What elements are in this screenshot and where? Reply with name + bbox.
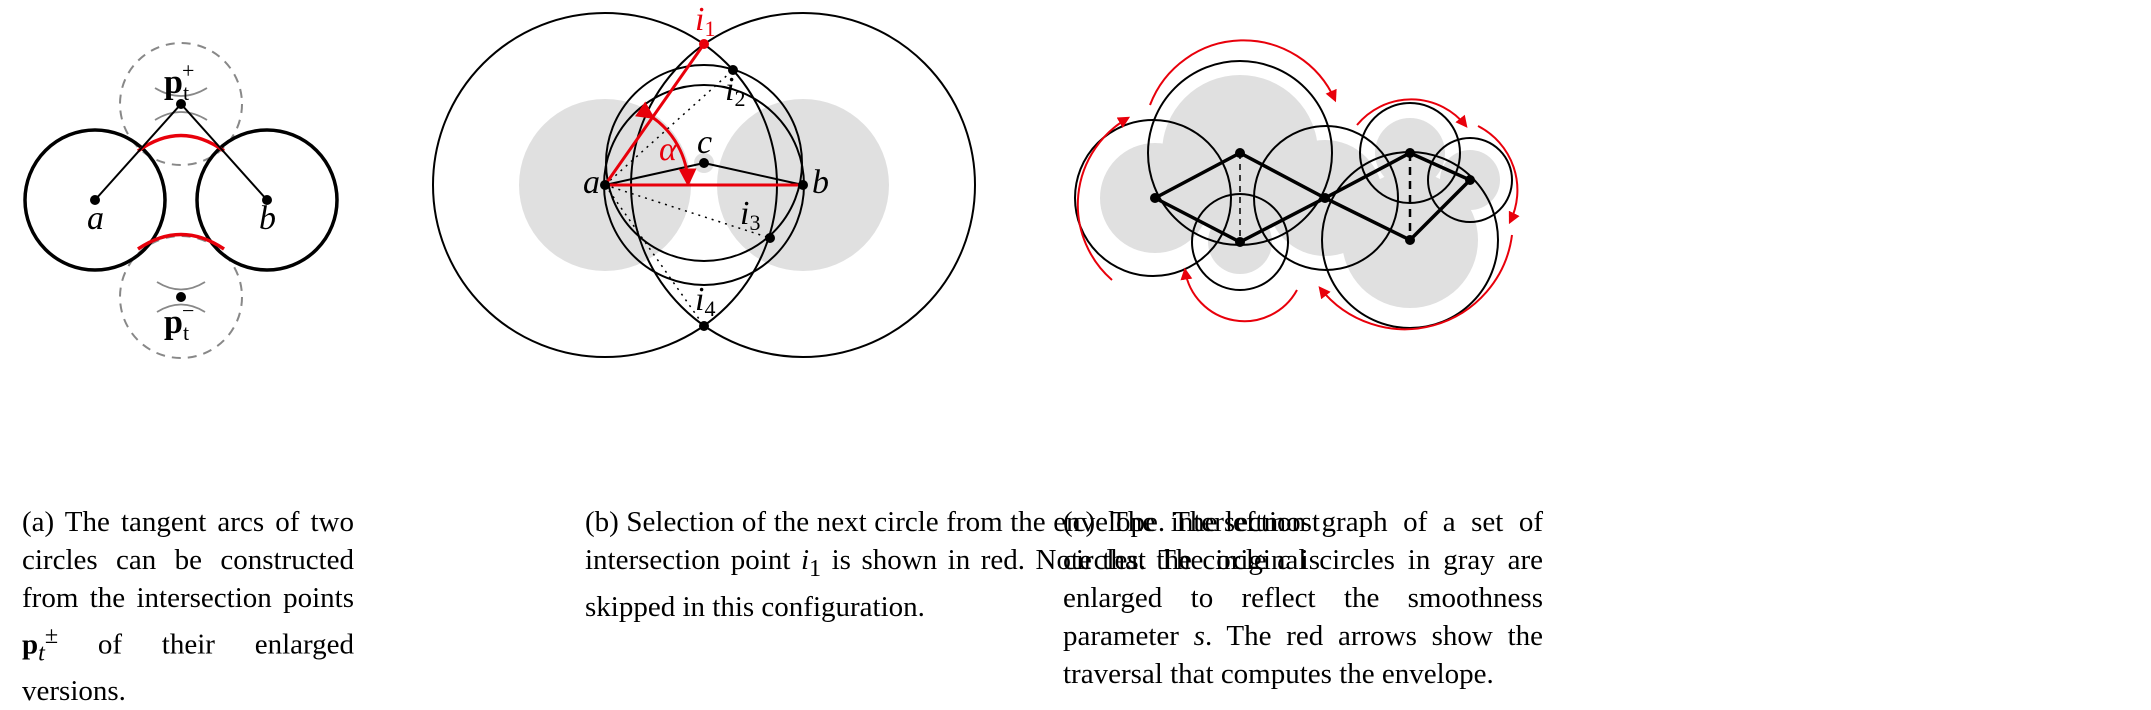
label-c: c (697, 124, 712, 161)
panel-b-figure: a b c α i1 i2 i3 i4 (432, 1, 976, 358)
panel-a-caption: (a) The tangent arcs of two circles can … (22, 506, 354, 708)
label-b: b (259, 200, 276, 237)
traversal-arrows (1076, 39, 1520, 331)
label-p-plus-sup: + (182, 58, 194, 83)
point-a (90, 195, 100, 205)
enlarged-circle-bottom (119, 235, 243, 359)
label-i1: i1 (695, 1, 715, 41)
label-p-plus: p (164, 64, 183, 101)
graph-nodes (1150, 148, 1475, 247)
label-b: b (812, 164, 829, 201)
label-i3: i3 (740, 195, 760, 235)
gray-circles (1100, 75, 1500, 308)
circle-b (195, 128, 339, 272)
label-p-minus: p (164, 304, 183, 341)
label-a: a (583, 164, 600, 201)
point-i3 (765, 233, 775, 243)
angle-alpha-arc (635, 101, 697, 187)
point-b (262, 195, 272, 205)
label-a: a (87, 200, 104, 237)
panel-c-caption: (c) The intersection graph of a set of c… (1063, 506, 1543, 690)
point-c (699, 158, 709, 168)
circle-a (23, 128, 167, 272)
label-i2: i2 (725, 71, 745, 111)
panel-c-figure (1074, 39, 1520, 331)
point-a (600, 180, 610, 190)
label-i4: i4 (695, 281, 715, 321)
label-p-minus-sub: t (183, 320, 189, 345)
panel-a-figure: a b p t + p t − (23, 42, 339, 359)
label-p-minus-sup: − (182, 298, 194, 323)
tangent-arc-top (136, 133, 226, 153)
point-i1 (699, 39, 709, 49)
tangent-arc-bottom (137, 232, 225, 251)
point-b (798, 180, 808, 190)
point-i4 (699, 321, 709, 331)
panel-b-caption: (b) Selection of the next circle from th… (585, 506, 1320, 623)
label-alpha: α (659, 131, 678, 168)
point-p-minus (176, 292, 186, 302)
point-i2 (728, 65, 738, 75)
label-p-plus-sub: t (183, 80, 189, 105)
point-p-plus (176, 99, 186, 109)
enlarged-circle-top (119, 42, 243, 166)
